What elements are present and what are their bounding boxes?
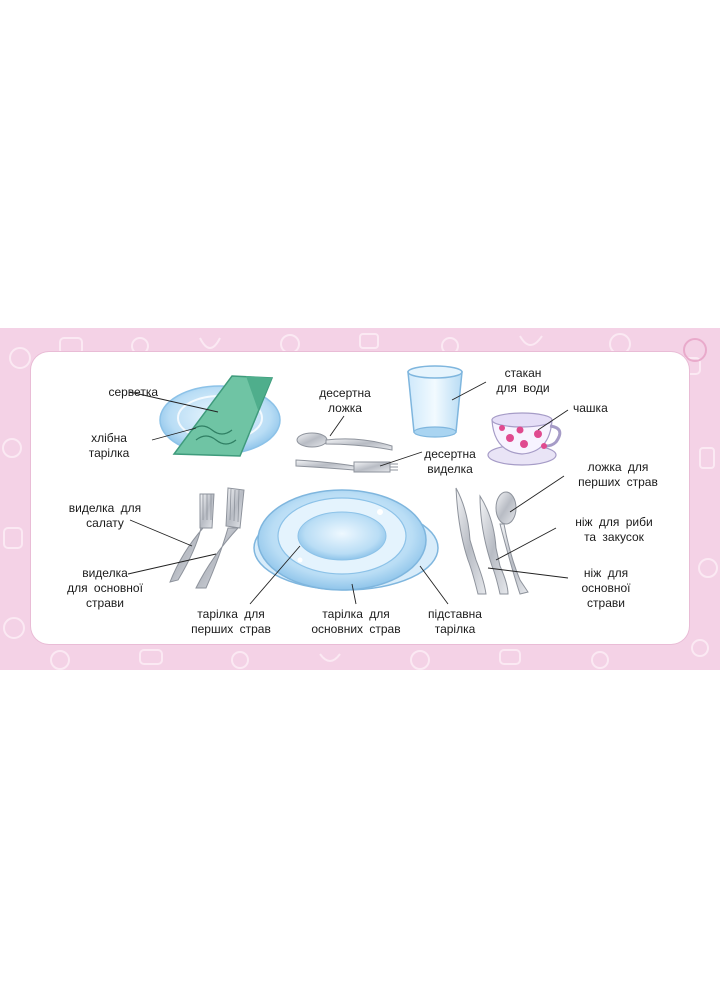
- label-cup: чашка: [573, 401, 608, 415]
- doodle-pattern: [2, 333, 718, 670]
- fork-icon: [295, 459, 398, 473]
- label-napkin: серветка: [108, 385, 158, 399]
- fish-knife-icon: [455, 487, 487, 595]
- leader-lines: [127, 381, 569, 605]
- spoon-icon: [296, 432, 393, 451]
- glass-icon: [407, 365, 463, 438]
- label-main-knife: ніж для основної страви: [581, 566, 631, 610]
- label-soup-plate: тарілка для перших страв: [191, 607, 271, 636]
- label-water-glass: стакан для води: [496, 366, 550, 395]
- label-salad-fork: виделка для салату: [68, 501, 142, 530]
- plate-icon: [253, 489, 439, 591]
- soup-spoon-icon: [495, 491, 529, 595]
- label-charger-plate: підставна тарілка: [428, 607, 482, 636]
- salad-fork-icon: [169, 493, 215, 583]
- cup-icon: [487, 412, 562, 466]
- label-main-fork: виделка для основної страви: [67, 566, 143, 610]
- label-bread-plate: хлібна тарілка: [88, 431, 130, 460]
- main-fork-icon: [195, 487, 245, 589]
- napkin-icon: [172, 375, 274, 457]
- label-soup-spoon: ложка для перших страв: [578, 460, 658, 489]
- label-main-plate: тарілка для основних страв: [311, 607, 401, 636]
- label-dessert-spoon: десертна ложка: [319, 386, 371, 415]
- label-dessert-fork: десертна виделка: [424, 447, 476, 476]
- label-fish-knife: ніж для риби та закусок: [575, 515, 653, 544]
